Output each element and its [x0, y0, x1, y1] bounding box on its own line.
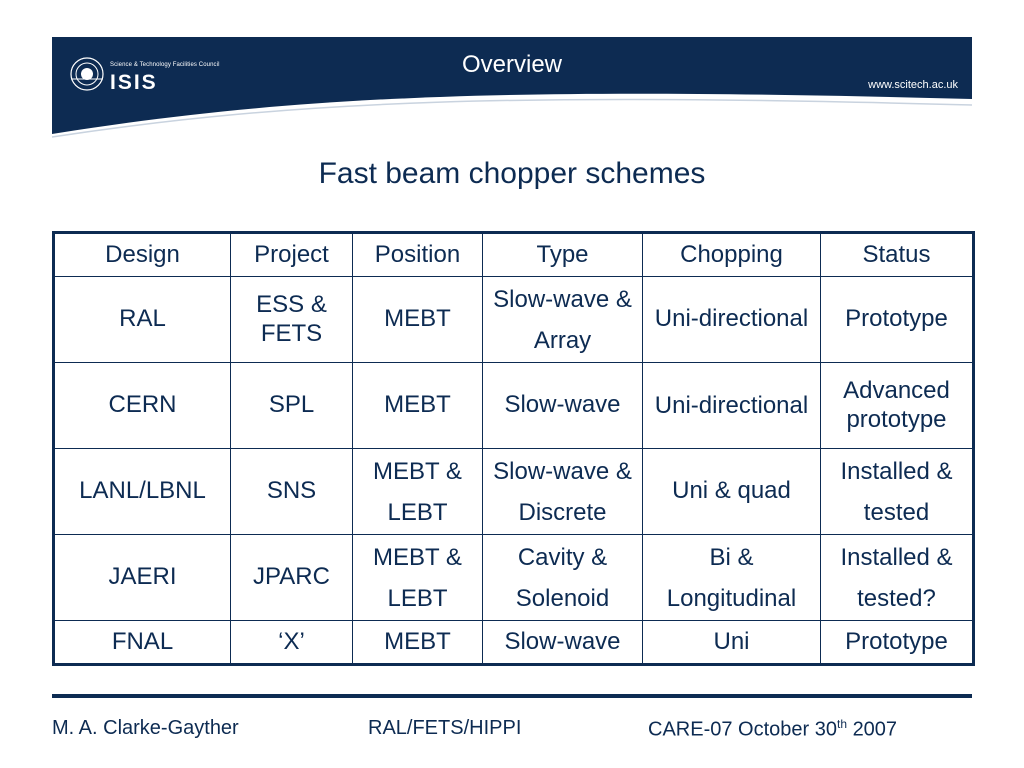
table-row: LANL/LBNL SNS MEBT & LEBT Slow-wave & Di…: [53, 448, 974, 535]
header-banner: Science & Technology Facilities Council …: [52, 37, 972, 147]
table-row: CERN SPL MEBT Slow-wave Uni-directional …: [53, 362, 974, 449]
footer-project: RAL/FETS/HIPPI: [368, 717, 522, 739]
table-cell: Bi & Longitudinal: [642, 534, 821, 621]
footer-divider: [52, 694, 972, 698]
table-cell: Uni: [642, 620, 821, 665]
table-cell: SPL: [230, 362, 353, 449]
column-header: Chopping: [642, 232, 821, 277]
footer-event-sup: th: [836, 717, 847, 731]
table-row: FNAL ‘X’ MEBT Slow-wave Uni Prototype: [53, 620, 974, 665]
table-row: JAERI JPARC MEBT & LEBT Cavity & Solenoi…: [53, 534, 974, 621]
table-cell: MEBT: [352, 362, 483, 449]
banner-wave-graphic: [52, 93, 972, 147]
logo-rings-icon: [70, 57, 104, 91]
column-header: Status: [820, 232, 974, 277]
table-cell: Advanced prototype: [820, 362, 974, 449]
table-cell: Prototype: [820, 276, 974, 363]
table-cell: Installed & tested?: [820, 534, 974, 621]
footer-event-text: CARE-07 October 30: [648, 718, 837, 741]
table-cell: Slow-wave: [482, 362, 643, 449]
column-header: Position: [352, 232, 483, 277]
isis-logo: Science & Technology Facilities Council …: [68, 55, 268, 99]
column-header: Design: [53, 232, 231, 277]
table-cell: Uni-directional: [642, 362, 821, 449]
table-cell: CERN: [53, 362, 231, 449]
table-header-row: Design Project Position Type Chopping St…: [53, 232, 974, 277]
logo-council-text: Science & Technology Facilities Council: [110, 62, 220, 68]
table-cell: ‘X’: [230, 620, 353, 665]
table-cell: Prototype: [820, 620, 974, 665]
table-cell: LANL/LBNL: [53, 448, 231, 535]
table-cell: JAERI: [53, 534, 231, 621]
table-cell: RAL: [53, 276, 231, 363]
table-cell: JPARC: [230, 534, 353, 621]
table-cell: MEBT: [352, 620, 483, 665]
table-cell: Slow-wave & Discrete: [482, 448, 643, 535]
website-url: www.scitech.ac.uk: [868, 79, 958, 91]
column-header: Type: [482, 232, 643, 277]
footer-author: M. A. Clarke-Gayther: [52, 717, 239, 739]
logo-isis-text: ISIS: [110, 71, 158, 94]
table-cell: Slow-wave & Array: [482, 276, 643, 363]
table-cell: FNAL: [53, 620, 231, 665]
footer-event: CARE-07 October 30th 2007: [648, 717, 897, 742]
table-cell: MEBT & LEBT: [352, 534, 483, 621]
table-cell: Uni-directional: [642, 276, 821, 363]
table-cell: SNS: [230, 448, 353, 535]
table-cell: Cavity & Solenoid: [482, 534, 643, 621]
slide-subtitle: Fast beam chopper schemes: [318, 157, 706, 190]
chopper-schemes-table: Design Project Position Type Chopping St…: [52, 231, 975, 666]
column-header: Project: [230, 232, 353, 277]
table-cell: Installed & tested: [820, 448, 974, 535]
table-cell: Uni & quad: [642, 448, 821, 535]
table-cell: ESS & FETS: [230, 276, 353, 363]
table-cell: Slow-wave: [482, 620, 643, 665]
page-title: Overview: [461, 51, 563, 78]
footer-event-year: 2007: [852, 718, 898, 741]
table-cell: MEBT & LEBT: [352, 448, 483, 535]
table-row: RAL ESS & FETS MEBT Slow-wave & Array Un…: [53, 276, 974, 363]
table-cell: MEBT: [352, 276, 483, 363]
